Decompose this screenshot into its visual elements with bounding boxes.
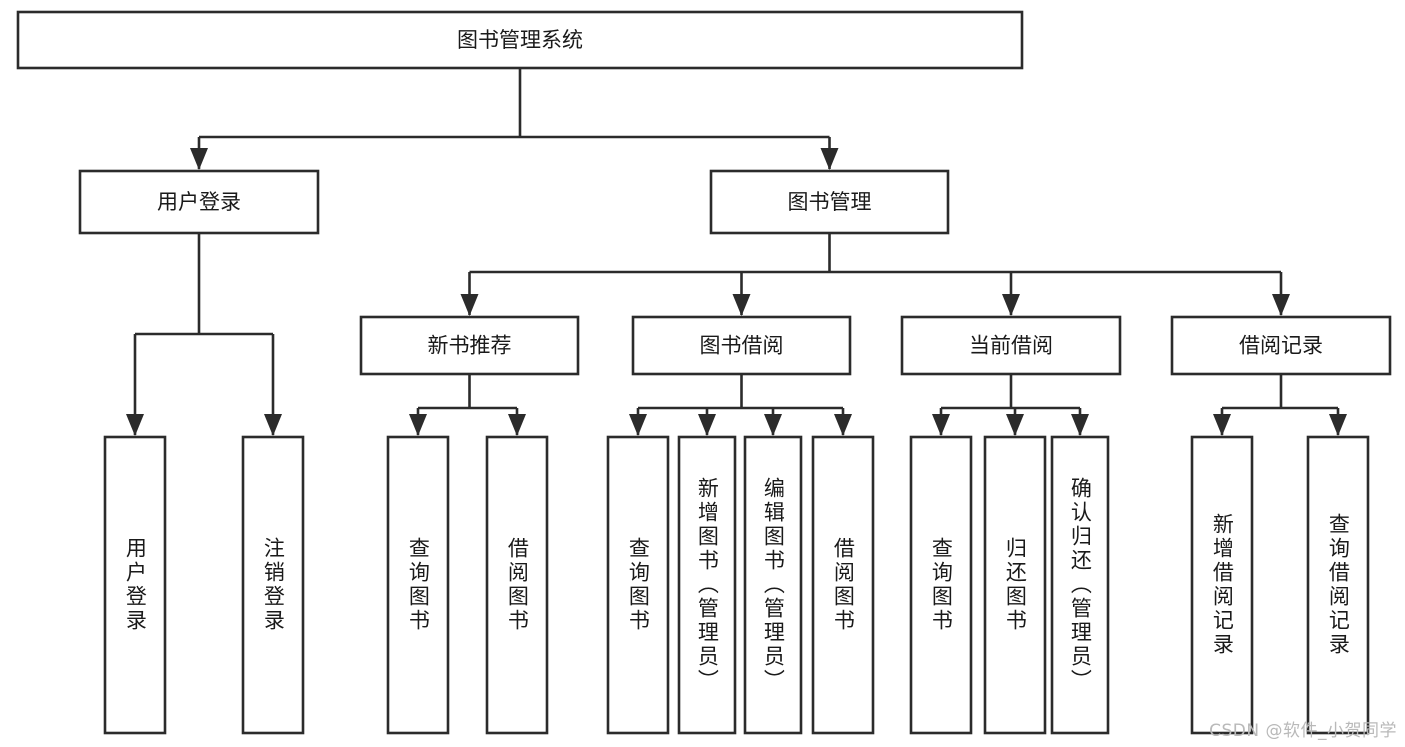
- node-label-current-borrow: 当前借阅: [969, 334, 1053, 358]
- arrow-head-icon: [126, 414, 144, 436]
- node-leaf-add-record[interactable]: [1190, 435, 1254, 735]
- node-leaf-query-book-3[interactable]: [909, 435, 973, 735]
- node-leaf-query-record[interactable]: [1306, 435, 1370, 735]
- arrow-head-icon: [1272, 294, 1290, 316]
- arrow-head-icon: [1006, 414, 1024, 436]
- node-label-book-borrow: 图书借阅: [700, 334, 784, 358]
- arrow-head-icon: [1002, 294, 1020, 316]
- node-leaf-logout[interactable]: [241, 435, 305, 735]
- node-borrow-record[interactable]: [1170, 315, 1392, 376]
- arrow-head-icon: [764, 414, 782, 436]
- arrow-head-icon: [932, 414, 950, 436]
- boxes-layer: [16, 10, 1392, 735]
- connectors-layer: [126, 68, 1347, 436]
- arrow-head-icon: [629, 414, 647, 436]
- node-label-new-book-recommend: 新书推荐: [428, 334, 512, 358]
- node-book-management[interactable]: [709, 169, 950, 235]
- arrow-head-icon: [190, 148, 208, 170]
- arrow-head-icon: [1329, 414, 1347, 436]
- node-leaf-return-book[interactable]: [983, 435, 1047, 735]
- node-leaf-query-book-1[interactable]: [386, 435, 450, 735]
- arrow-head-icon: [264, 414, 282, 436]
- node-leaf-confirm-return[interactable]: [1050, 435, 1110, 735]
- node-user-login[interactable]: [78, 169, 320, 235]
- arrow-head-icon: [834, 414, 852, 436]
- node-leaf-borrow-book-1[interactable]: [485, 435, 549, 735]
- node-new-book-recommend[interactable]: [359, 315, 580, 376]
- node-label-book-management: 图书管理: [788, 190, 872, 214]
- node-current-borrow[interactable]: [900, 315, 1122, 376]
- node-leaf-borrow-book-2[interactable]: [811, 435, 875, 735]
- arrow-head-icon: [732, 294, 751, 316]
- arrow-head-icon: [1213, 414, 1231, 436]
- arrow-head-icon: [1071, 414, 1089, 436]
- arrow-head-icon: [508, 414, 526, 436]
- node-book-borrow[interactable]: [631, 315, 852, 376]
- watermark-text: CSDN @软件_小贺同学: [1209, 721, 1397, 741]
- node-label-user-login: 用户登录: [157, 190, 241, 214]
- arrow-head-icon: [460, 294, 479, 316]
- arrow-head-icon: [698, 414, 716, 436]
- node-leaf-edit-book[interactable]: [743, 435, 803, 735]
- node-label-borrow-record: 借阅记录: [1239, 334, 1323, 358]
- node-label-root: 图书管理系统: [457, 28, 583, 52]
- arrow-head-icon: [409, 414, 427, 436]
- node-leaf-query-book-2[interactable]: [606, 435, 670, 735]
- arrow-head-icon: [820, 148, 839, 170]
- node-leaf-user-login[interactable]: [103, 435, 167, 735]
- node-root[interactable]: [16, 10, 1024, 70]
- node-leaf-add-book[interactable]: [677, 435, 737, 735]
